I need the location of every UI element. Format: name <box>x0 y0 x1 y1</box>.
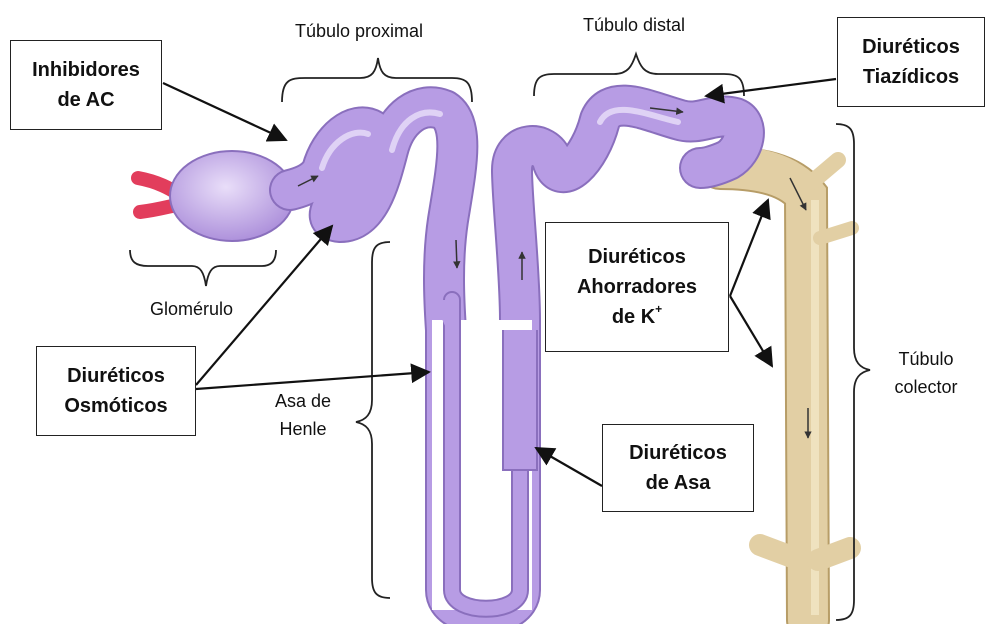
arrow-ahorradores-upper <box>730 200 768 296</box>
arrow-inhibidores-ac <box>163 83 286 140</box>
box-diureticos-osmoticos: Diuréticos Osmóticos <box>36 346 196 436</box>
potassium-superscript: + <box>655 302 662 316</box>
label-tubulo-colector-line1: Túbulo <box>876 348 976 370</box>
arrow-ahorradores-lower <box>730 296 772 366</box>
label-glomerulo: Glomérulo <box>150 298 233 320</box>
box-ahorradores-line2: Ahorradores <box>577 272 697 302</box>
box-diureticos-de-asa: Diuréticos de Asa <box>602 424 754 512</box>
box-ahorradores-line3: de K+ <box>612 302 662 332</box>
box-diureticos-ahorradores-k: Diuréticos Ahorradores de K+ <box>545 222 729 352</box>
box-osmoticos-line2: Osmóticos <box>64 391 167 421</box>
box-inhibidores-ac-line1: Inhibidores <box>32 55 140 85</box>
arrow-osmoticos-lower <box>196 372 429 389</box>
box-asa-line1: Diuréticos <box>629 438 727 468</box>
bracket-glomerulo <box>130 250 276 286</box>
box-inhibidores-ac-line2: de AC <box>57 85 114 115</box>
bracket-asa-henle <box>356 242 390 598</box>
box-ahorradores-line3-text: de K <box>612 306 655 328</box>
box-asa-line2: de Asa <box>646 468 711 498</box>
label-asa-henle: Asa de Henle <box>258 390 348 440</box>
box-diureticos-tiazidicos: Diuréticos Tiazídicos <box>837 17 985 107</box>
label-asa-henle-line1: Asa de <box>258 390 348 412</box>
label-tubulo-colector: Túbulo colector <box>876 348 976 398</box>
box-inhibidores-ac: Inhibidores de AC <box>10 40 162 130</box>
arrow-asa <box>536 448 602 486</box>
box-tiazidicos-line2: Tiazídicos <box>863 62 959 92</box>
box-osmoticos-line1: Diuréticos <box>67 361 165 391</box>
box-tiazidicos-line1: Diuréticos <box>862 32 960 62</box>
arrow-tiazidicos <box>706 79 836 96</box>
label-tubulo-colector-line2: colector <box>876 376 976 398</box>
label-tubulo-proximal: Túbulo proximal <box>295 20 423 42</box>
box-ahorradores-line1: Diuréticos <box>588 242 686 272</box>
loop-thin-limb <box>432 300 537 610</box>
label-asa-henle-line2: Henle <box>258 418 348 440</box>
label-tubulo-distal: Túbulo distal <box>583 14 685 36</box>
